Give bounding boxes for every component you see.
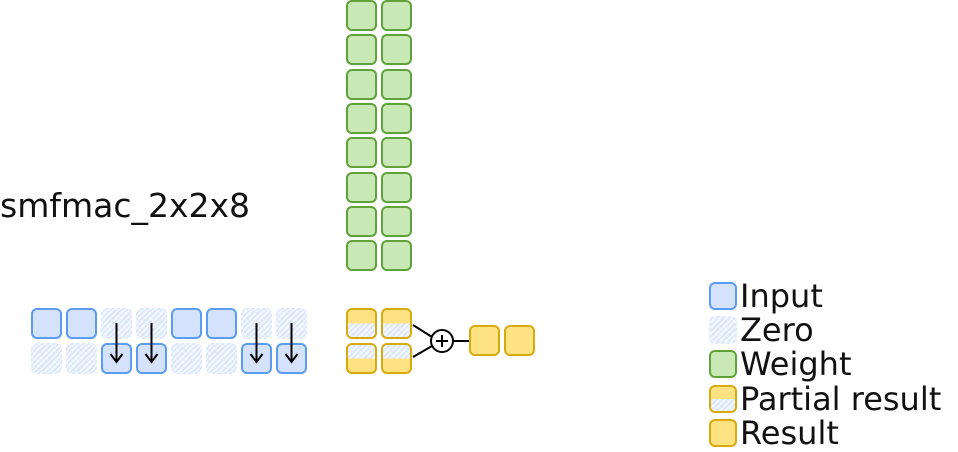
input-swatch-icon — [709, 282, 737, 310]
partial-result-cell — [346, 308, 377, 339]
weight-cell — [381, 240, 412, 272]
result-cell — [504, 325, 535, 356]
weight-cell — [346, 137, 377, 169]
weight-cell — [381, 171, 412, 203]
partial-result-cell — [346, 343, 377, 374]
weight-cell — [381, 205, 412, 237]
connector-line — [412, 324, 433, 338]
legend-weight: Weight — [709, 347, 851, 381]
legend-label: Input — [740, 277, 823, 315]
arrow-icons — [109, 323, 299, 364]
down-arrow-icon — [249, 323, 264, 364]
weight-cell — [346, 205, 377, 237]
legend-label: Partial result — [740, 380, 942, 418]
weight-cell — [346, 34, 377, 66]
weight-cell — [346, 102, 377, 134]
down-arrow-icon — [109, 323, 124, 364]
zero-cell — [31, 343, 62, 374]
result-swatch-icon — [709, 419, 737, 447]
zero-swatch-icon — [709, 316, 737, 344]
legend-zero: Zero — [709, 313, 814, 347]
diagram-title: smfmac_2x2x8 — [0, 186, 251, 225]
legend-partial: Partial result — [709, 382, 941, 416]
partial-result-cell — [381, 308, 412, 339]
partial-swatch-icon — [709, 385, 737, 413]
weight-cell — [381, 34, 412, 66]
legend-label: Zero — [740, 311, 814, 349]
weight-cell — [381, 68, 412, 100]
weight-cell — [346, 68, 377, 100]
result-cell — [469, 325, 500, 356]
zero-cell — [66, 343, 97, 374]
input-cell — [66, 308, 97, 339]
weight-cell — [381, 0, 412, 31]
zero-cell — [171, 343, 202, 374]
weight-cell — [381, 102, 412, 134]
legend-input: Input — [709, 279, 823, 313]
down-arrow-icon — [144, 323, 159, 364]
legend-label: Weight — [740, 345, 852, 383]
legend-result: Result — [709, 416, 839, 450]
weight-swatch-icon — [709, 350, 737, 378]
input-cell — [31, 308, 62, 339]
weight-cell — [346, 171, 377, 203]
partial-result-cell — [381, 343, 412, 374]
weight-cell — [346, 240, 377, 272]
legend-label: Result — [740, 414, 839, 452]
connector-line — [412, 345, 433, 358]
input-cell — [171, 308, 202, 339]
zero-cell — [206, 343, 237, 374]
weight-cell — [346, 0, 377, 31]
weight-cell — [381, 137, 412, 169]
down-arrow-icon — [284, 323, 299, 364]
input-cell — [206, 308, 237, 339]
